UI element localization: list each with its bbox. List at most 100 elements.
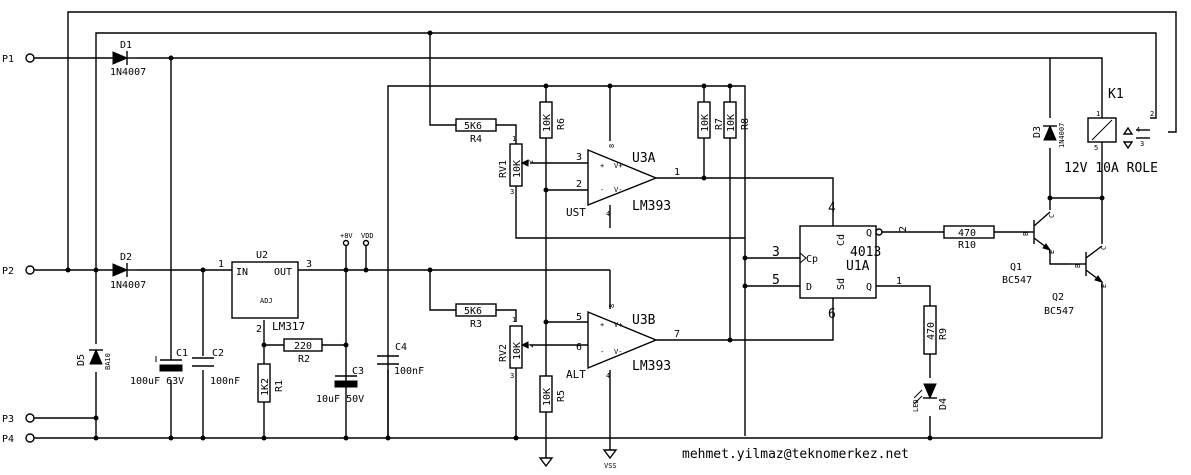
author-email: mehmet.yilmaz@teknomerkez.net — [682, 447, 909, 462]
power-vdd: VDD — [361, 232, 374, 247]
flipflop-u1a: Cp D Q Q Cd Sd 4013 U1A 3 5 4 6 1 2 — [772, 201, 909, 322]
resistor-r10: 470 R10 — [943, 225, 995, 251]
svg-text:E: E — [1100, 284, 1108, 288]
svg-text:V+: V+ — [614, 162, 622, 170]
svg-text:Q2: Q2 — [1052, 292, 1064, 303]
svg-text:V-: V- — [614, 348, 622, 356]
svg-text:R6: R6 — [556, 118, 567, 130]
resistor-r6: 10K R6 — [539, 101, 567, 139]
svg-text:C: C — [1048, 214, 1056, 218]
svg-text:3: 3 — [576, 152, 582, 163]
diode-d3: D3 1N4007 — [1032, 123, 1066, 148]
led-d4: LED D4 — [912, 383, 949, 412]
svg-text:IN: IN — [236, 267, 248, 278]
resistor-r3: 5K6 R3 — [455, 303, 497, 330]
svg-text:VSS: VSS — [604, 462, 617, 470]
svg-text:2: 2 — [527, 160, 535, 164]
svg-text:R10: R10 — [958, 240, 976, 251]
svg-text:Cd: Cd — [836, 234, 847, 246]
svg-text:100nF: 100nF — [394, 366, 424, 377]
svg-text:BC547: BC547 — [1002, 275, 1032, 286]
svg-text:C2: C2 — [212, 348, 224, 359]
svg-text:C: C — [1100, 246, 1108, 250]
svg-text:D1: D1 — [120, 40, 132, 51]
svg-text:+8V: +8V — [340, 232, 353, 240]
terminal-p2: P2 — [2, 265, 35, 277]
relay-k1: K1 1 2 3 4 5 12V 10A ROLE — [1064, 87, 1158, 176]
svg-text:1: 1 — [512, 316, 516, 324]
svg-text:10K: 10K — [512, 342, 523, 360]
svg-text:1N4007: 1N4007 — [110, 67, 146, 78]
diode-d2: D2 1N4007 — [110, 252, 146, 291]
comparator-u3b: + - V+ V- 5 6 7 8 4 U3B LM393 ALT — [566, 304, 680, 381]
svg-text:1: 1 — [674, 167, 680, 178]
svg-text:3: 3 — [306, 259, 312, 270]
svg-text:3: 3 — [510, 372, 514, 380]
svg-text:D5: D5 — [76, 354, 87, 366]
svg-text:U2: U2 — [256, 250, 268, 261]
svg-text:C1: C1 — [176, 348, 188, 359]
potentiometer-rv1: 10K RV1 1 2 3 — [498, 135, 535, 196]
svg-text:8: 8 — [608, 144, 616, 148]
svg-text:6: 6 — [576, 342, 582, 353]
ground-symbol — [538, 457, 554, 468]
svg-text:1N4007: 1N4007 — [1058, 123, 1066, 148]
resistor-r8: 10K R8 — [723, 101, 751, 139]
svg-text:UST: UST — [566, 206, 586, 219]
svg-text:E: E — [1048, 250, 1056, 254]
terminal-p1: P1 — [2, 53, 35, 65]
svg-text:C3: C3 — [352, 366, 364, 377]
svg-text:BA10: BA10 — [104, 353, 112, 370]
svg-text:D: D — [806, 282, 812, 293]
transistor-q1: B C E Q1 BC547 — [1002, 211, 1056, 286]
resistor-r7: 10K R7 — [697, 101, 725, 139]
svg-text:LM393: LM393 — [632, 199, 671, 214]
svg-text:2: 2 — [898, 226, 909, 232]
svg-text:4013: 4013 — [850, 245, 881, 260]
capacitor-c3: C3 10uF 50V — [316, 366, 364, 405]
svg-text:Q: Q — [866, 282, 872, 293]
svg-text:R7: R7 — [714, 118, 725, 130]
potentiometer-rv2: 10K RV2 1 2 3 — [498, 316, 535, 380]
svg-text:3: 3 — [1140, 140, 1144, 148]
svg-text:RV2: RV2 — [498, 344, 509, 362]
svg-text:5K6: 5K6 — [464, 306, 482, 317]
svg-text:10K: 10K — [542, 388, 553, 406]
svg-text:P3: P3 — [2, 414, 14, 425]
svg-text:R2: R2 — [298, 354, 310, 365]
svg-text:U3B: U3B — [632, 313, 656, 328]
svg-text:3: 3 — [510, 188, 514, 196]
capacitor-c1: C1 100uF 63V — [130, 348, 188, 387]
svg-text:6: 6 — [828, 307, 836, 322]
svg-text:Cp: Cp — [806, 254, 818, 265]
svg-text:-: - — [600, 186, 604, 194]
svg-text:LED: LED — [912, 399, 920, 412]
svg-text:R4: R4 — [470, 134, 482, 145]
terminal-p3: P3 — [2, 413, 35, 425]
svg-text:P4: P4 — [2, 434, 14, 445]
svg-text:100uF 63V: 100uF 63V — [130, 376, 184, 387]
capacitor-c4: C4 100nF — [377, 342, 424, 377]
svg-text:10uF 50V: 10uF 50V — [316, 394, 364, 405]
junction-dots — [65, 30, 1105, 441]
svg-text:5: 5 — [772, 273, 780, 288]
svg-text:1K2: 1K2 — [260, 378, 271, 396]
svg-text:2: 2 — [1150, 110, 1154, 118]
svg-text:1: 1 — [218, 259, 224, 270]
svg-text:100nF: 100nF — [210, 376, 240, 387]
svg-text:R9: R9 — [938, 328, 949, 340]
svg-text:10K: 10K — [542, 114, 553, 132]
svg-text:D4: D4 — [938, 398, 949, 410]
svg-text:+: + — [600, 162, 604, 170]
svg-text:LM393: LM393 — [632, 359, 671, 374]
svg-text:1N4007: 1N4007 — [110, 280, 146, 291]
svg-text:2: 2 — [576, 179, 582, 190]
svg-text:-: - — [600, 348, 604, 356]
svg-text:5K6: 5K6 — [464, 121, 482, 132]
capacitor-c2: C2 100nF — [192, 348, 240, 387]
svg-text:V+: V+ — [614, 321, 622, 329]
svg-text:D3: D3 — [1032, 126, 1043, 138]
power-plus8v: +8V — [340, 232, 353, 247]
svg-text:Q: Q — [866, 228, 872, 239]
